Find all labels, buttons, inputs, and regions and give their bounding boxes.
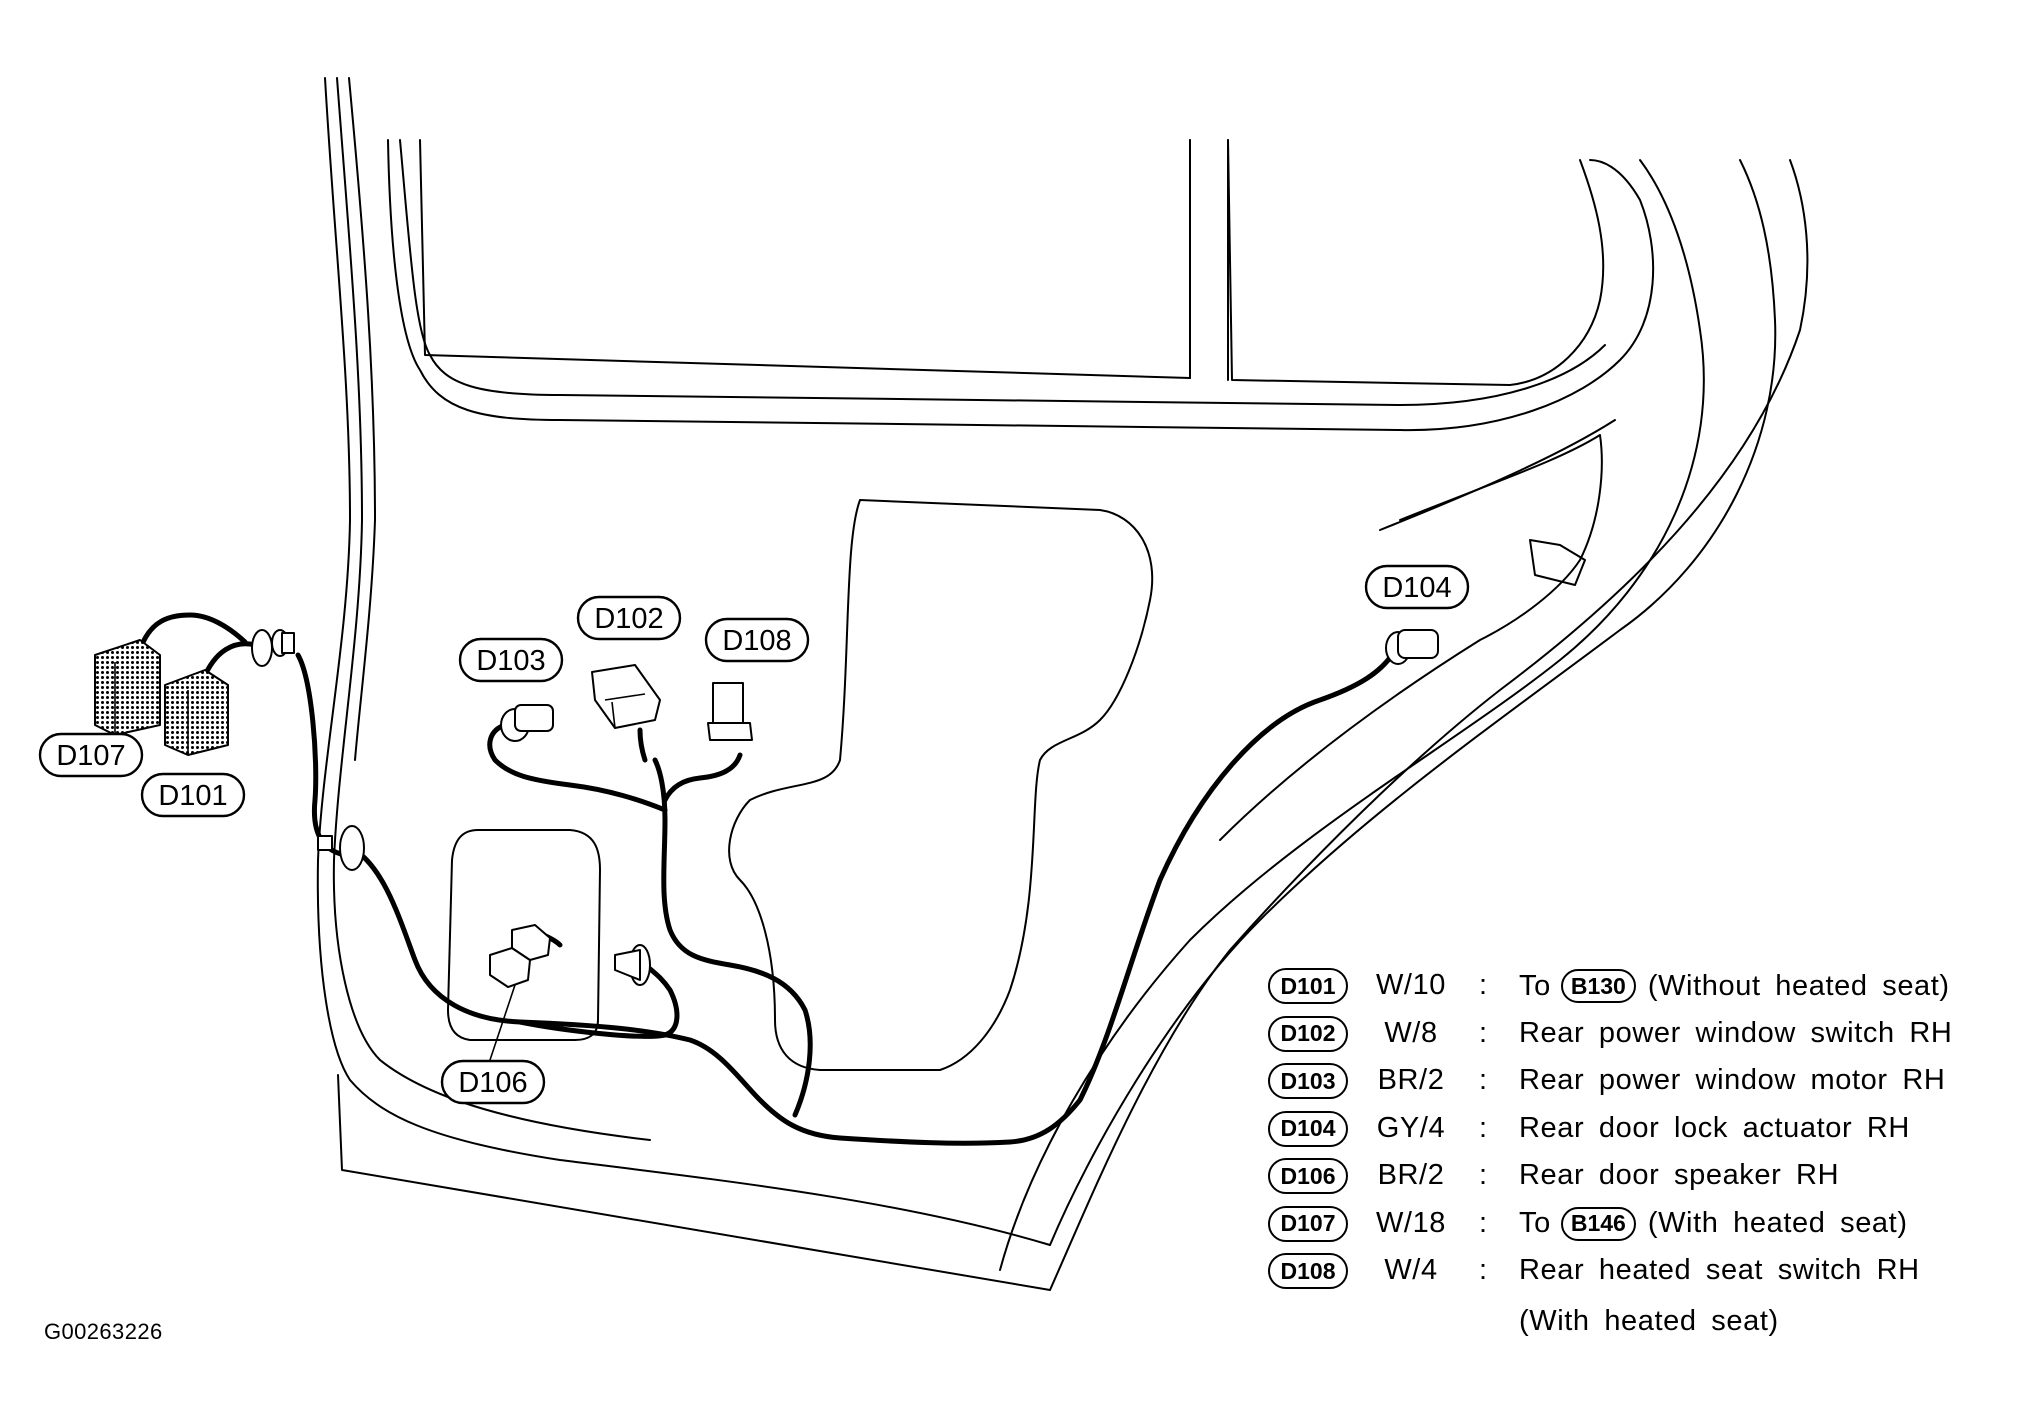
tag-d102: D102 [576, 595, 682, 641]
grommet-upper [251, 629, 295, 667]
legend-description: Rear door speaker RH [1519, 1159, 1840, 1191]
svg-text:D104: D104 [1382, 572, 1451, 604]
to-label: To [1519, 969, 1551, 1002]
legend-row-d108: D108 W/4 : Rear heated seat switch RH [1268, 1251, 2008, 1299]
wire-code: BR/2 [1377, 1064, 1445, 1096]
legend-continuation: (With heated seat) [1519, 1305, 1779, 1337]
svg-text:D106: D106 [458, 1067, 527, 1099]
tag-d101: D101 [140, 772, 246, 818]
grommet-pillar [317, 825, 365, 871]
separator: : [1479, 1111, 1488, 1144]
legend-tag: D107 [1268, 1205, 1348, 1242]
ref-tag: B146 [1560, 1206, 1636, 1241]
door-trim [1219, 419, 1616, 841]
svg-text:D107: D107 [56, 740, 125, 772]
legend-description: Rear power window motor RH [1519, 1064, 1946, 1096]
service-holes [447, 499, 1154, 1071]
legend-description: To B130 (Without heated seat) [1519, 969, 1950, 1003]
legend-tag: D101 [1268, 968, 1348, 1004]
tag-d107: D107 [38, 732, 144, 778]
legend-description: Rear door lock actuator RH [1519, 1111, 1910, 1144]
window-frame [387, 139, 1655, 432]
legend-description: Rear power window switch RH [1519, 1016, 1953, 1049]
wire-harness [137, 612, 1395, 1146]
wire-code: W/10 [1375, 969, 1447, 1001]
wire-code: W/4 [1384, 1254, 1438, 1286]
legend-tag: D106 [1268, 1158, 1348, 1194]
separator: : [1479, 1206, 1488, 1239]
leader-d106 [489, 984, 516, 1061]
wire-code: BR/2 [1377, 1159, 1445, 1191]
separator: : [1479, 1064, 1488, 1096]
wire-code: GY/4 [1376, 1111, 1446, 1144]
legend-description: To B146 (With heated seat) [1519, 1206, 1908, 1241]
separator: : [1479, 1254, 1488, 1286]
legend-row-d104: D104 GY/4 : Rear door lock actuator RH [1268, 1109, 2008, 1157]
tag-d108: D108 [704, 617, 810, 663]
separator: : [1479, 1016, 1488, 1049]
wire-code: W/18 [1375, 1206, 1447, 1239]
separator: : [1479, 969, 1488, 1001]
legend-description: Rear heated seat switch RH [1519, 1254, 1920, 1286]
connector-d102-body [591, 664, 661, 729]
connector-d106-body [489, 924, 551, 988]
legend-row-d106: D106 BR/2 : Rear door speaker RH [1268, 1156, 2008, 1204]
svg-text:D101: D101 [158, 780, 227, 812]
legend-row-d101: D101 W/10 : To B130 (Without heated seat… [1268, 966, 2008, 1014]
connector-legend: D101 W/10 : To B130 (Without heated seat… [1268, 966, 2008, 1299]
to-label: To [1519, 1207, 1551, 1239]
ref-tag: B130 [1560, 969, 1636, 1003]
figure-code: G00263226 [44, 1319, 163, 1344]
legend-row-d103: D103 BR/2 : Rear power window motor RH [1268, 1061, 2008, 1109]
legend-row-d102: D102 W/8 : Rear power window switch RH [1268, 1014, 2008, 1062]
legend-tag: D108 [1268, 1253, 1348, 1289]
legend-tag: D102 [1268, 1015, 1348, 1052]
connector-d103-body [500, 704, 554, 742]
desc-text: (With heated seat) [1647, 1207, 1908, 1239]
legend-tag: D104 [1268, 1110, 1348, 1147]
svg-text:D102: D102 [594, 603, 663, 635]
svg-text:D103: D103 [476, 645, 545, 677]
tag-d104: D104 [1364, 564, 1470, 610]
grommet-speaker [614, 944, 651, 986]
connector-d104-body [1385, 629, 1439, 665]
separator: : [1479, 1159, 1488, 1191]
desc-text: (Without heated seat) [1647, 969, 1950, 1002]
tag-d106: D106 [440, 1059, 546, 1105]
connector-d107-body [94, 639, 161, 736]
connector-d108-body [707, 682, 753, 741]
legend-tag: D103 [1268, 1063, 1348, 1099]
svg-text:D108: D108 [722, 625, 791, 657]
legend-row-d107: D107 W/18 : To B146 (With heated seat) [1268, 1204, 2008, 1252]
connector-d101-body [164, 669, 229, 756]
wire-code: W/8 [1384, 1016, 1438, 1049]
tag-d103: D103 [458, 637, 564, 683]
